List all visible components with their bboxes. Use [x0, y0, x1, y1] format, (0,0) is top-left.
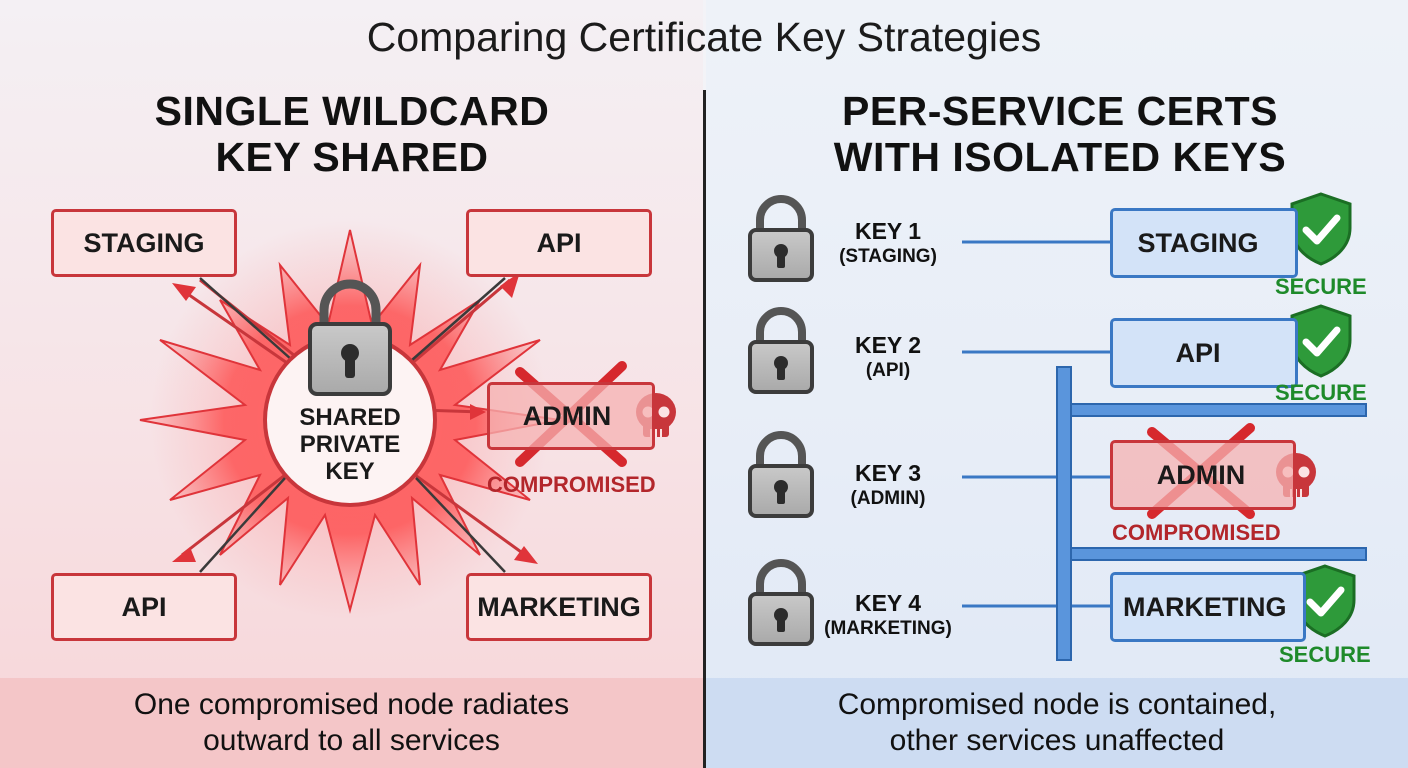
- node-api-bottom-left-label: API: [121, 591, 167, 622]
- left-footer-line1: One compromised node radiates: [133, 688, 570, 721]
- left-heading-line2: KEY SHARED: [215, 134, 489, 180]
- node-staging-left: STAGING: [51, 209, 237, 277]
- staging-status: SECURE: [1275, 274, 1367, 299]
- right-heading-line1: PER-SERVICE CERTS: [841, 88, 1279, 134]
- key2-name: KEY 2: [854, 332, 922, 358]
- key3-name: KEY 3: [854, 460, 922, 486]
- hub-label-line3: KEY: [325, 458, 375, 485]
- key2-sub: (API): [865, 360, 911, 381]
- key4-name: KEY 4: [854, 590, 922, 616]
- panel-divider: [703, 90, 706, 768]
- service-marketing-label: MARKETING: [1123, 591, 1287, 622]
- key4-lock-icon: [748, 559, 814, 646]
- service-marketing-right: MARKETING: [1110, 572, 1306, 642]
- right-footer-line1: Compromised node is contained,: [837, 688, 1277, 721]
- right-footer: Compromised node is contained, other ser…: [706, 678, 1408, 768]
- service-admin-right: ADMIN: [1110, 440, 1296, 510]
- key3-sub: (ADMIN): [850, 488, 926, 509]
- service-staging-right: STAGING: [1110, 208, 1298, 278]
- isolation-barrier: [1056, 366, 1367, 661]
- left-panel-heading: SINGLE WILDCARD KEY SHARED: [60, 88, 644, 180]
- node-marketing-left: MARKETING: [466, 573, 652, 641]
- left-footer-line2: outward to all services: [203, 724, 500, 757]
- node-connectors: [199, 277, 506, 573]
- service-api-right: API: [1110, 318, 1298, 388]
- admin-status-left: COMPROMISED: [487, 472, 656, 497]
- node-marketing-left-label: MARKETING: [477, 591, 641, 622]
- right-panel-heading: PER-SERVICE CERTS WITH ISOLATED KEYS: [760, 88, 1360, 180]
- service-admin-label: ADMIN: [1156, 459, 1246, 490]
- hub-label-line1: SHARED: [299, 404, 401, 431]
- key4-label: KEY 4 (MARKETING): [808, 590, 968, 642]
- key4-sub: (MARKETING): [824, 618, 952, 639]
- right-heading-line2: WITH ISOLATED KEYS: [833, 134, 1287, 180]
- shield-check-icon-staging: [1290, 192, 1352, 266]
- left-heading-line1: SINGLE WILDCARD: [154, 88, 550, 134]
- key1-name: KEY 1: [854, 218, 922, 244]
- node-admin-left: ADMIN: [487, 382, 655, 450]
- hub-label-line2: PRIVATE: [299, 431, 401, 458]
- key3-label: KEY 3 (ADMIN): [808, 460, 968, 512]
- hub-lock-icon: [308, 279, 392, 396]
- left-footer: One compromised node radiates outward to…: [0, 678, 703, 768]
- node-admin-left-label: ADMIN: [522, 400, 612, 431]
- key1-label: KEY 1 (STAGING): [808, 218, 968, 270]
- key2-lock-icon: [748, 307, 814, 394]
- node-api-top-left-label: API: [536, 227, 582, 258]
- key2-label: KEY 2 (API): [808, 332, 968, 384]
- key1-sub: (STAGING): [839, 246, 937, 267]
- node-api-bottom-left: API: [51, 573, 237, 641]
- service-staging-label: STAGING: [1137, 227, 1259, 258]
- shield-check-icon-api: [1290, 304, 1352, 378]
- admin-status-right: COMPROMISED: [1112, 520, 1281, 545]
- key3-lock-icon: [748, 431, 814, 518]
- node-api-top-left: API: [466, 209, 652, 277]
- key1-lock-icon: [748, 195, 814, 282]
- right-footer-line2: other services unaffected: [889, 724, 1225, 757]
- page-title: Comparing Certificate Key Strategies: [366, 14, 1042, 60]
- arrowheads: [172, 272, 538, 564]
- hub-label: SHARED PRIVATE KEY: [270, 404, 430, 485]
- service-api-label: API: [1175, 337, 1221, 368]
- api-status: SECURE: [1275, 380, 1367, 405]
- key-connectors: [962, 240, 1110, 608]
- marketing-status: SECURE: [1279, 642, 1371, 667]
- node-staging-left-label: STAGING: [83, 227, 205, 258]
